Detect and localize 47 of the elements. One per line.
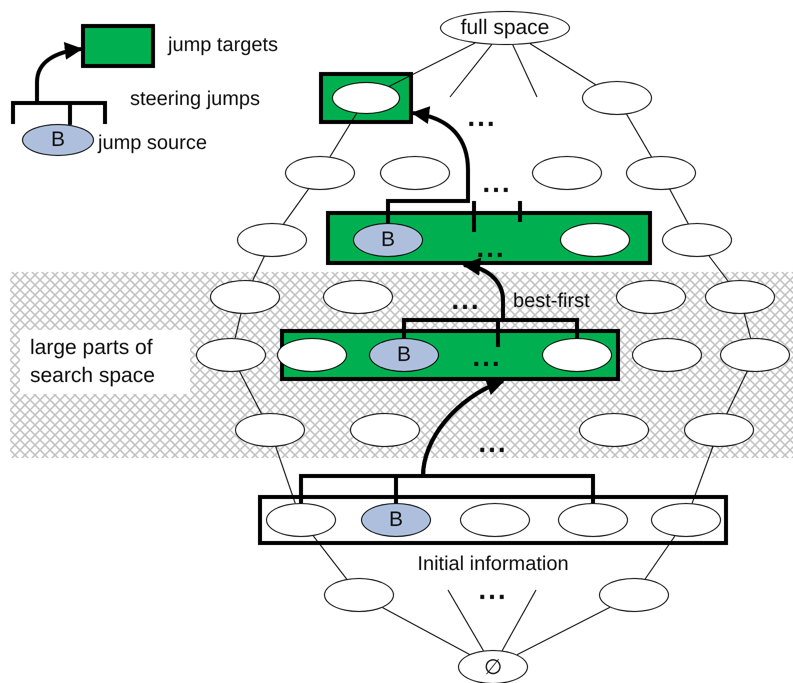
connector-line [382, 607, 470, 655]
connector-line [283, 188, 309, 224]
connector-line [708, 256, 728, 282]
highlight-box [81, 24, 155, 68]
connector-line [234, 313, 242, 339]
state-ellipse: B [369, 338, 439, 372]
connector-line [330, 112, 358, 158]
outlined-box [258, 495, 728, 545]
state-ellipse [277, 338, 347, 372]
node-caption: Initial information [417, 553, 569, 576]
connector-line [530, 43, 596, 86]
connector-line [502, 590, 536, 652]
connector-line [252, 256, 265, 281]
node-caption: jump targets [168, 34, 278, 57]
connector-line [669, 188, 689, 224]
state-ellipse: B [22, 124, 94, 156]
connector-line [388, 42, 476, 87]
connector-line [626, 114, 652, 158]
connector-line [516, 606, 610, 656]
connector-line [448, 590, 484, 652]
ellipsis-mark: ... [476, 234, 506, 262]
ellipsis-mark: ... [467, 103, 497, 131]
connector-line [275, 446, 296, 504]
connector-line [744, 313, 752, 339]
highlight-box [319, 72, 413, 124]
highlight-box [280, 329, 620, 381]
node-caption: jump source [98, 132, 207, 155]
ellipsis-mark: ... [451, 286, 481, 314]
ellipsis-mark: ... [478, 576, 508, 604]
state-ellipse: B [361, 503, 431, 537]
edge-label: steering jumps [130, 88, 260, 111]
jump-arrow [421, 378, 595, 503]
region-label: large parts of search space [20, 330, 190, 394]
connector-line [512, 44, 538, 98]
jump-arrow [386, 106, 470, 223]
highlight-box [326, 211, 652, 265]
ellipsis-mark: ... [478, 429, 508, 457]
ellipsis-mark: ... [472, 343, 502, 371]
ellipsis-mark: ... [482, 169, 512, 197]
state-ellipse: ∅ [458, 650, 528, 683]
state-ellipse: B [353, 223, 423, 257]
jump-arrow [35, 42, 83, 125]
state-ellipse: full space [440, 11, 570, 45]
state-ellipse [651, 503, 721, 537]
jump-arrow [462, 258, 579, 338]
connector-line [450, 44, 492, 98]
edge-label: best-first [513, 290, 590, 313]
